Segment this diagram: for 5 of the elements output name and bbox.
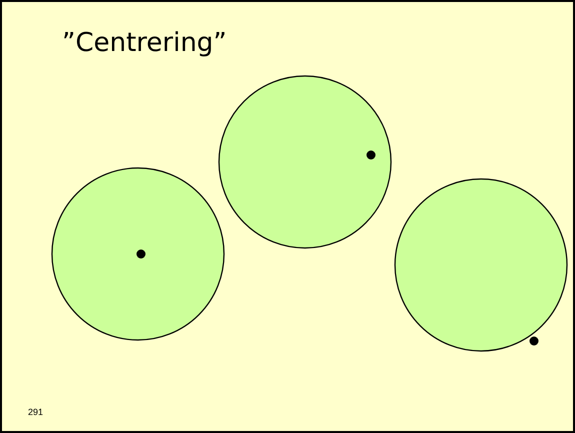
page-number: 291 <box>28 407 44 417</box>
circle-shape <box>218 75 392 249</box>
circle-shape <box>51 167 225 341</box>
circle-shape <box>394 178 568 352</box>
slide-title: ”Centrering” <box>62 28 227 58</box>
